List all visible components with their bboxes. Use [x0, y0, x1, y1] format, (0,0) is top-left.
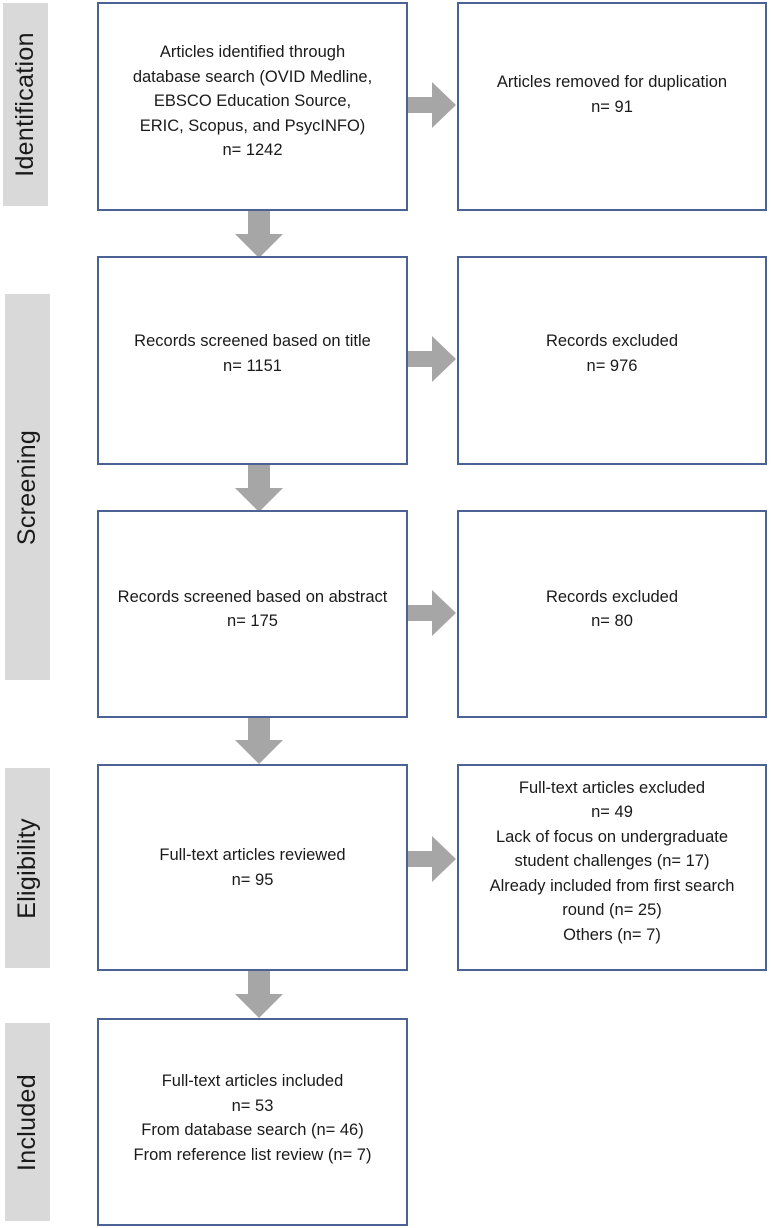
- title-screen-box: Records screened based on title n= 1151: [97, 256, 408, 465]
- identified-line: ERIC, Scopus, and PsycINFO): [139, 116, 366, 135]
- right-arrow-1: [408, 82, 456, 128]
- right-arrow-4: [408, 836, 456, 882]
- abstract-screen-line: Records screened based on abstract: [117, 587, 388, 606]
- phase-eligibility-label: Eligibility: [13, 817, 41, 919]
- down-arrow-4: [235, 970, 283, 1018]
- phase-screening: Screening: [5, 294, 50, 680]
- title-excluded-count: n= 976: [586, 356, 638, 375]
- title-screen-count: n= 1151: [223, 356, 282, 375]
- included-line: Full-text articles included: [161, 1072, 344, 1090]
- identified-count: n= 1242: [222, 141, 283, 160]
- abstract-excluded-count: n= 80: [591, 612, 633, 630]
- duplicates-line: Articles removed for duplication: [496, 73, 728, 91]
- down-arrow-2: [235, 465, 283, 512]
- identified-line: Articles identified through: [159, 43, 346, 62]
- fulltext-reviewed-count: n= 95: [231, 870, 274, 889]
- fulltext-excluded-line: Full-text articles excluded: [518, 778, 706, 797]
- fulltext-reviewed-line: Full-text articles reviewed: [159, 846, 346, 864]
- title-excluded-line: Records excluded: [545, 332, 679, 350]
- fulltext-reviewed-box: Full-text articles reviewed n= 95: [97, 764, 408, 971]
- duplicates-box: Articles removed for duplication n= 91: [457, 2, 767, 211]
- phase-eligibility: Eligibility: [5, 768, 50, 968]
- right-arrow-2: [408, 336, 456, 382]
- duplicates-count: n= 91: [591, 97, 633, 116]
- fulltext-excluded-box: Full-text articles excluded n= 49 Lack o…: [457, 764, 767, 971]
- fulltext-excluded-reason: Others (n= 7): [563, 925, 661, 944]
- down-arrow-3: [235, 716, 283, 764]
- included-box: Full-text articles included n= 53 From d…: [97, 1018, 408, 1226]
- abstract-excluded-box: Records excluded n= 80: [457, 510, 767, 718]
- right-arrow-3: [408, 590, 456, 636]
- fulltext-excluded-reason: Already included from first search: [489, 876, 735, 895]
- fulltext-excluded-reason: Lack of focus on undergraduate: [495, 827, 729, 846]
- title-excluded-box: Records excluded n= 976: [457, 256, 767, 465]
- included-source: From reference list review (n= 7): [133, 1145, 372, 1164]
- fulltext-excluded-count: n= 49: [591, 803, 633, 822]
- phase-screening-label: Screening: [13, 429, 41, 545]
- abstract-screen-count: n= 175: [227, 612, 278, 630]
- down-arrow-1: [235, 211, 283, 258]
- included-count: n= 53: [231, 1096, 274, 1115]
- fulltext-excluded-reason: student challenges (n= 17): [514, 852, 710, 871]
- identified-box: Articles identified through database sea…: [97, 2, 408, 211]
- abstract-screen-box: Records screened based on abstract n= 17…: [97, 510, 408, 718]
- title-screen-line: Records screened based on title: [134, 332, 371, 350]
- phase-identification-label: Identification: [11, 32, 40, 177]
- included-source: From database search (n= 46): [141, 1121, 364, 1139]
- phase-included: Included: [5, 1023, 50, 1221]
- phase-included-label: Included: [13, 1073, 42, 1171]
- identified-line: database search (OVID Medline,: [132, 67, 373, 86]
- fulltext-excluded-reason: round (n= 25): [562, 901, 662, 920]
- abstract-excluded-line: Records excluded: [545, 587, 679, 606]
- phase-identification: Identification: [3, 3, 48, 206]
- identified-line: EBSCO Education Source,: [153, 92, 352, 111]
